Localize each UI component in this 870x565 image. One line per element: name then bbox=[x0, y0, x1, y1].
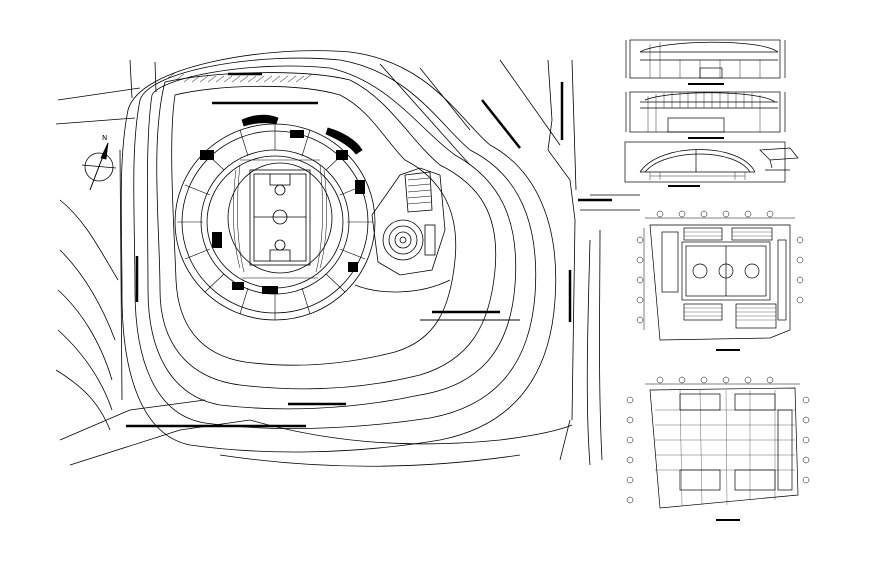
grid-bubbles-upper bbox=[636, 210, 804, 330]
roof-element-left bbox=[241, 114, 279, 127]
arena-building bbox=[174, 114, 376, 321]
floor-plan-upper-stands bbox=[683, 227, 777, 329]
arena-court bbox=[249, 169, 311, 266]
roof-element-right bbox=[325, 127, 363, 155]
parking-rows bbox=[167, 71, 313, 83]
seating-blocks bbox=[200, 130, 365, 294]
north-arrow: N bbox=[81, 134, 117, 191]
contour-lines bbox=[55, 50, 603, 467]
grandstand bbox=[233, 159, 327, 279]
annex-building bbox=[354, 167, 451, 293]
north-label: N bbox=[102, 134, 107, 142]
elevation-side bbox=[625, 91, 786, 139]
section-cut bbox=[624, 141, 799, 187]
label-bars bbox=[126, 72, 612, 428]
grid-bubbles-lower bbox=[626, 376, 810, 504]
elevation-front bbox=[625, 39, 786, 85]
site-plan: N bbox=[55, 50, 640, 467]
floor-plan-upper bbox=[636, 210, 804, 351]
floor-plan-lower bbox=[626, 376, 810, 521]
